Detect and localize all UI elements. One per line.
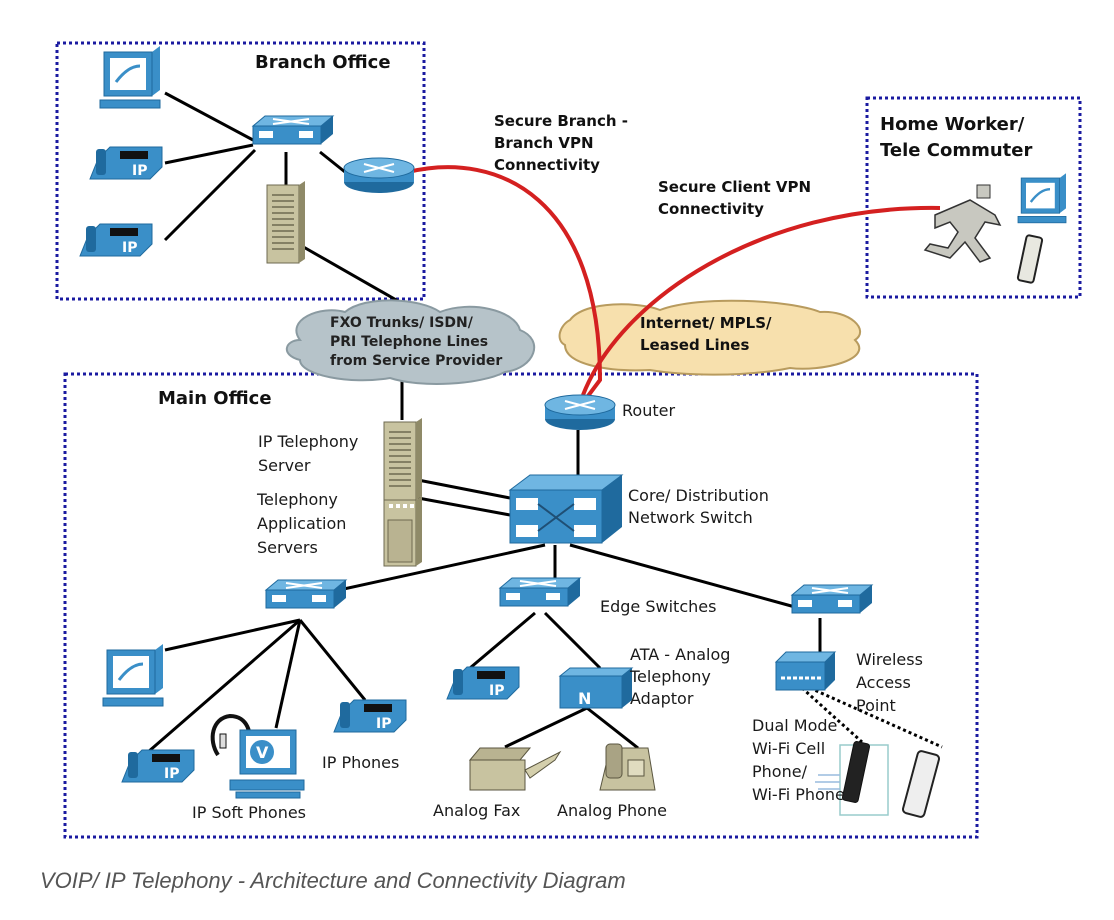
- ip-phones-label: IP Phones: [322, 753, 400, 772]
- wireless-links: [800, 686, 943, 749]
- pstn-cloud: [285, 299, 536, 385]
- svg-text:N: N: [578, 689, 591, 708]
- voip-architecture-diagram: IP: [55, 41, 1082, 839]
- branch-pc-phone-icon: [98, 44, 162, 110]
- client-vpn-link: [581, 205, 941, 396]
- main-office-zone: [63, 372, 979, 839]
- analog-phone-icon: [599, 743, 656, 791]
- edge-switch-icon: [791, 584, 873, 614]
- edge-switch-icon: [265, 579, 347, 609]
- svg-text:V: V: [256, 743, 269, 762]
- wap-label: Wireless Access Point: [856, 650, 923, 715]
- branch-ip-phone-icon: [89, 146, 163, 180]
- diagram-caption: VOIP/ IP Telephony - Architecture and Co…: [40, 868, 626, 893]
- ip-phone-icon: [121, 749, 195, 783]
- router-label: Router: [622, 401, 676, 420]
- ip-telephony-server-icon: [383, 417, 423, 501]
- mobile-phone-icon: [1016, 234, 1044, 284]
- branch-office-zone: [55, 41, 426, 301]
- pstn-cloud-label: FXO Trunks/ ISDN/ PRI Telephone Lines fr…: [330, 315, 503, 369]
- analog-phone-label: Analog Phone: [557, 801, 667, 820]
- ata-label: ATA - Analog Telephony Adaptor: [630, 645, 731, 708]
- branch-vpn-link: [407, 165, 603, 402]
- branch-server-icon: [266, 180, 306, 264]
- ip-phone-icon: [333, 699, 407, 733]
- analog-fax-label: Analog Fax: [433, 801, 521, 820]
- edge-switches-label: Edge Switches: [600, 597, 717, 616]
- dual-mode-phone-icon: [815, 741, 889, 816]
- wifi-phone-icon: [901, 750, 941, 818]
- client-vpn-label: Secure Client VPN Connectivity: [658, 178, 812, 218]
- core-switch-icon: [508, 474, 624, 544]
- home-pc-phone-icon: [1016, 171, 1068, 224]
- analog-fax-icon: [468, 747, 562, 791]
- branch-vpn-label: Secure Branch - Branch VPN Connectivity: [494, 112, 628, 174]
- branch-office-title: Branch Office: [255, 52, 391, 73]
- soft-phone-pc-icon: V: [210, 713, 305, 799]
- ip-phone-icon: [446, 666, 520, 700]
- branch-router-icon: [343, 157, 415, 194]
- home-worker-title: Home Worker/ Tele Commuter: [880, 114, 1033, 161]
- internet-cloud-label: Internet/ MPLS/ Leased Lines: [640, 314, 772, 354]
- core-switch-label: Core/ Distribution Network Switch: [628, 486, 769, 527]
- app-servers-label: Telephony Application Servers: [257, 490, 347, 557]
- edge-switch-icon: [499, 577, 581, 607]
- application-server-icon: [383, 496, 422, 567]
- main-office-title: Main Office: [158, 388, 272, 409]
- dual-mode-phone-label: Dual Mode Wi-Fi Cell Phone/ Wi-Fi Phone: [752, 716, 845, 804]
- wireless-access-point-icon: [774, 651, 837, 691]
- ip-soft-phones-label: IP Soft Phones: [192, 803, 307, 822]
- connection-lines: [147, 91, 822, 754]
- ata-adaptor-icon: N: [558, 667, 634, 709]
- running-man-icon: [923, 184, 1002, 263]
- ip-telephony-server-label: IP Telephony Server: [258, 432, 359, 475]
- main-router-icon: [544, 394, 616, 431]
- branch-ip-phone-icon: [79, 223, 153, 257]
- pc-phone-icon: [101, 642, 165, 708]
- home-worker-zone: [865, 96, 1082, 299]
- branch-switch-icon: [252, 115, 334, 145]
